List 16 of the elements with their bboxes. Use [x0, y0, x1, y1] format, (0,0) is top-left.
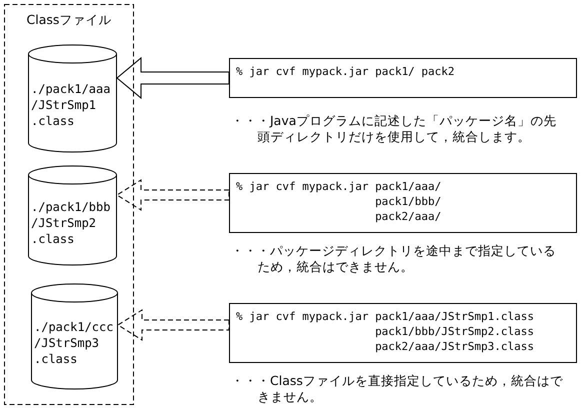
cylinder — [28, 166, 117, 266]
file-path: ./pack1/bbb /JStrSmp2 .class — [31, 199, 112, 247]
note-text: ・・・Classファイルを直接指定しているため，統合はできません。 — [231, 373, 563, 405]
block-arrow — [116, 179, 230, 211]
note-text: ・・・パッケージディレクトリを途中まで指定しているため，統合はできません。 — [231, 243, 557, 275]
cylinder — [31, 284, 118, 390]
block-arrow — [116, 56, 230, 100]
command-box: % jar cvf mypack.jar pack1/aaa/ pack1/bbb/ pack2/aaa/ — [229, 173, 577, 233]
command-box: % jar cvf mypack.jar pack1/aaa/JStrSmp1.class pack1/bbb/JStrSmp2.class pack2/aaa/JStrSmp3.class — [229, 303, 577, 363]
block-arrow — [117, 309, 230, 341]
group-title: Classファイル — [26, 12, 112, 29]
note-text: ・・・Javaプログラムに記述した「パッケージ名」の先頭ディレクトリだけを使用して，統合します。 — [231, 113, 558, 145]
file-path: ./pack1/ccc /JStrSmp3 .class — [34, 318, 114, 367]
file-path: ./pack1/aaa /JStrSmp1 .class — [31, 80, 112, 129]
cylinder — [28, 45, 117, 153]
command-box: % jar cvf mypack.jar pack1/ pack2 — [229, 58, 577, 98]
